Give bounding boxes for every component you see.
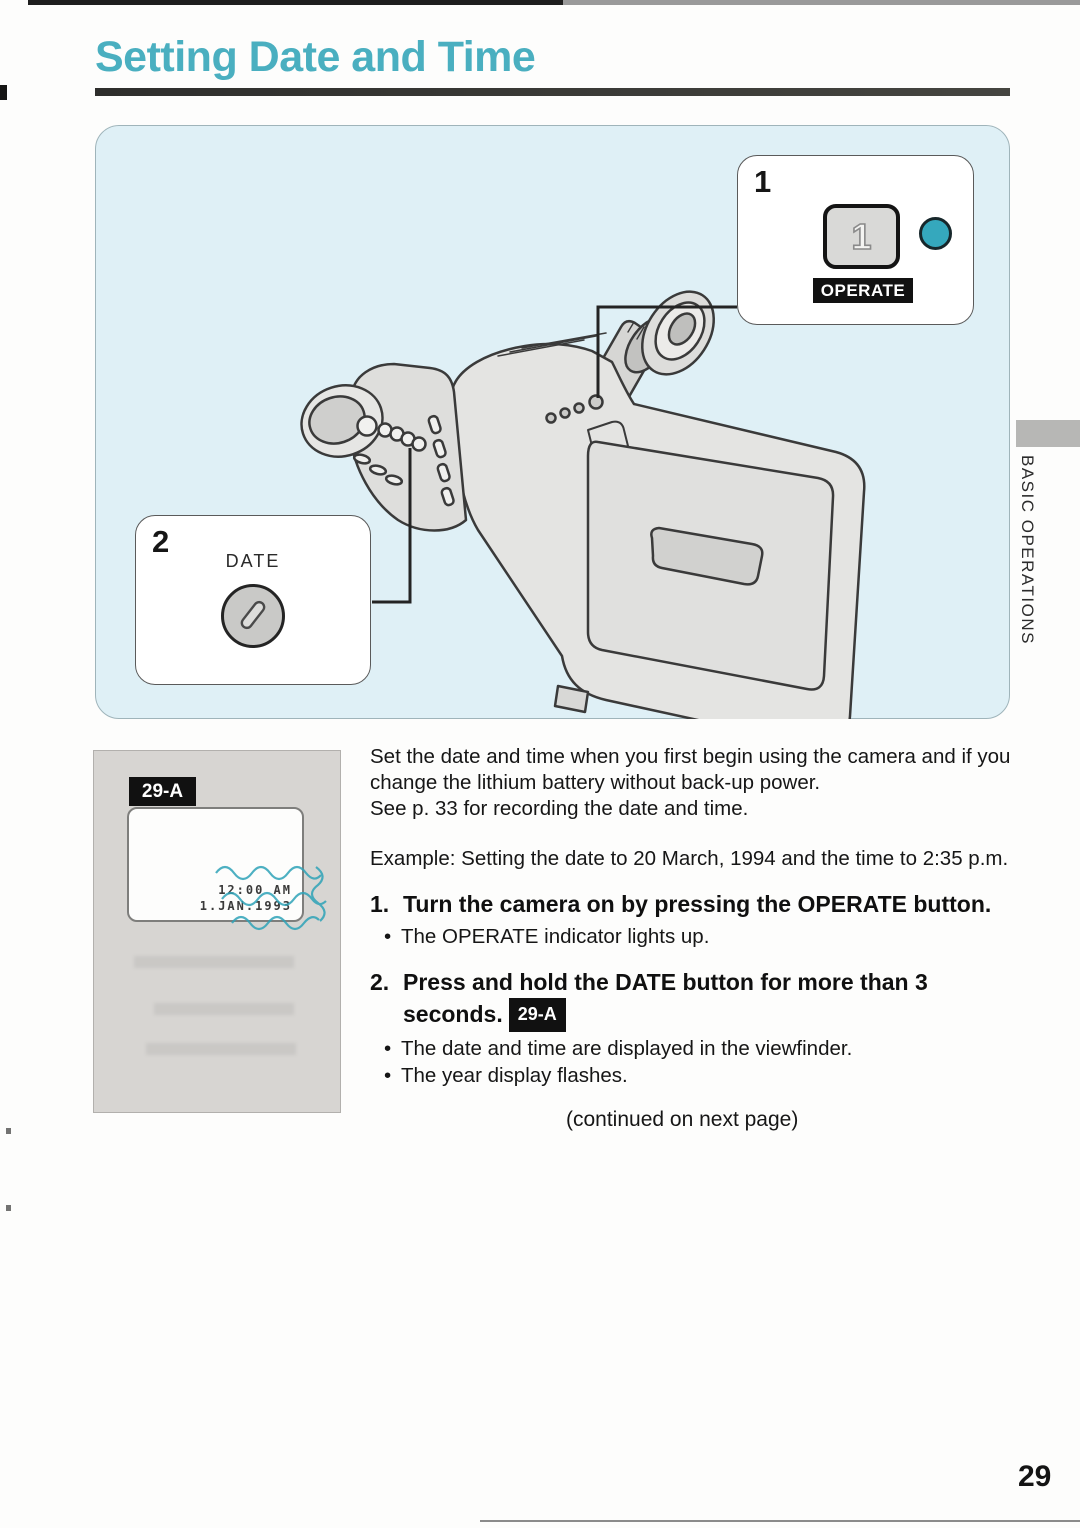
scan-edge-mark [0, 85, 7, 100]
eyecup-lens [667, 312, 697, 346]
operate-button-on-camera [588, 394, 604, 410]
bullet-item: • The year display flashes. [384, 1062, 1030, 1089]
title-underline [95, 88, 1010, 96]
pen-slash-icon [240, 600, 266, 630]
operate-label-badge: OPERATE [813, 278, 913, 303]
callout-box-operate: 1 1 OPERATE [737, 155, 974, 325]
figure-badge: 29-A [129, 777, 196, 806]
camcorder-illustration [300, 290, 866, 719]
figure-reference-badge: 29-A [508, 998, 566, 1032]
callout-line-2 [372, 448, 412, 604]
scan-top-bar [28, 0, 563, 5]
scan-bleedthrough [154, 1003, 294, 1015]
step-1-heading: 1. Turn the camera on by pressing the OPE… [370, 889, 1030, 920]
step-2-bullets: • The date and time are displayed in the … [370, 1035, 1030, 1089]
scan-bleedthrough [134, 956, 294, 968]
scan-edge-dot [6, 1128, 11, 1134]
callout-step-number: 2 [152, 524, 170, 559]
bottom-divider [480, 1520, 1080, 1522]
continued-note: (continued on next page) [566, 1108, 799, 1131]
intro-paragraph: Set the date and time when you first beg… [370, 745, 1011, 794]
operate-button-digit: 1 [851, 215, 873, 258]
operate-button: 1 [823, 204, 900, 269]
date-button [221, 584, 285, 648]
lens [308, 395, 366, 445]
step-1-bullets: • The OPERATE indicator lights up. [370, 923, 1030, 950]
bullet-marker: • [384, 925, 392, 948]
step-title: Turn the camera on by pressing the OPERA… [403, 891, 992, 917]
scan-bleedthrough [146, 1043, 296, 1055]
instruction-text-column: Set the date and time when you first beg… [370, 744, 1030, 1133]
callout-step-number: 1 [754, 164, 772, 199]
door-grip-slot [650, 526, 764, 586]
section-tab-marker [1016, 420, 1080, 447]
step-number: 2. [370, 969, 390, 995]
callout-box-date: 2 DATE [135, 515, 371, 685]
operate-indicator-light [919, 217, 952, 250]
section-tab-label: BASIC OPERATIONS [1018, 455, 1037, 645]
viewfinder-date: 1.JAN.1993 [199, 899, 292, 913]
bullet-text: The date and time are displayed in the v… [401, 1037, 853, 1060]
bullet-marker: • [384, 1037, 392, 1060]
bullet-item: • The OPERATE indicator lights up. [384, 923, 1030, 950]
date-button-on-camera [411, 436, 427, 452]
step-title: Press and hold the DATE button for more … [403, 969, 928, 1027]
page-title: Setting Date and Time [95, 33, 536, 81]
date-button-label: DATE [225, 551, 281, 571]
scan-edge-dot [6, 1205, 11, 1211]
example-paragraph: Example: Setting the date to 20 March, 1… [370, 847, 1009, 870]
page-number: 29 [1018, 1460, 1052, 1493]
step-2-heading: 2. Press and hold the DATE button for mor… [370, 967, 1030, 1032]
step-number: 1. [370, 891, 390, 917]
bullet-text: The OPERATE indicator lights up. [401, 925, 710, 948]
flashing-scribble-icon [215, 865, 327, 931]
bullet-marker: • [384, 1064, 392, 1087]
callout-line-1 [596, 305, 737, 398]
intro-reference: See p. 33 for recording the date and tim… [370, 797, 749, 820]
bullet-item: • The date and time are displayed in the … [384, 1035, 1030, 1062]
bullet-text: The year display flashes. [401, 1064, 628, 1087]
scan-top-bar-light [563, 0, 1080, 5]
